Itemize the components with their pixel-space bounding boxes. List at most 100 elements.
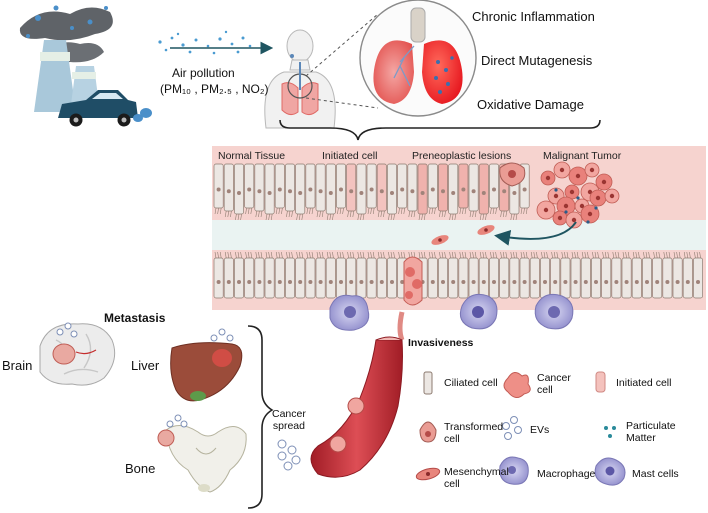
- epithelial-cell: [336, 163, 346, 209]
- epithelial-cell: [478, 257, 489, 299]
- pollution-title: Air pollution: [172, 66, 235, 80]
- epithelial-cell: [285, 257, 295, 299]
- epithelial-cell: [489, 257, 499, 299]
- lumen: [212, 220, 706, 250]
- epithelial-cell: [264, 163, 275, 215]
- epithelial-cell: [601, 257, 612, 299]
- malignant-tumor: [536, 161, 620, 229]
- epithelial-cell: [254, 163, 265, 212]
- bone-icon: [157, 414, 247, 493]
- ev-cluster: [277, 439, 301, 471]
- epithelial-cell: [387, 163, 397, 215]
- epithelial-cell: [213, 163, 224, 209]
- epithelial-cell: [662, 257, 673, 299]
- factory-icon: [19, 5, 113, 112]
- legend-ciliated-cell: Ciliated cell: [444, 377, 498, 389]
- immune-cells: [329, 293, 574, 331]
- bracket-top: [279, 119, 601, 141]
- upper-epithelium: [213, 163, 530, 221]
- epithelial-cell: [468, 257, 479, 299]
- epithelial-cell: [448, 257, 459, 299]
- epithelial-cell: [499, 257, 510, 299]
- legend-initiated-cell: Initiated cell: [616, 377, 672, 389]
- epithelial-cell: [529, 257, 540, 299]
- epithelial-cell: [458, 163, 469, 209]
- epithelial-cell: [295, 163, 306, 215]
- stage-preneoplastic-lesions: Preneoplastic lesions: [412, 150, 512, 162]
- legend-transformed-cell: Transformed cell: [444, 421, 504, 445]
- epithelial-cell: [427, 257, 438, 299]
- epithelial-cell: [693, 257, 703, 299]
- epithelial-cell: [274, 163, 285, 209]
- epithelial-cell: [489, 163, 499, 209]
- legend-macrophage: Macrophage: [537, 468, 596, 480]
- legend-cancer-cell: Cancer cell: [537, 372, 571, 396]
- epithelial-cell: [397, 163, 408, 209]
- epithelial-cell: [356, 257, 367, 299]
- zoom-line-top: [305, 13, 379, 77]
- epithelial-cell: [244, 257, 255, 299]
- epithelial-cell: [285, 163, 295, 212]
- epithelial-cell: [376, 163, 387, 212]
- organ-bone: Bone: [125, 461, 156, 476]
- liver-icon: [170, 328, 243, 402]
- epithelial-cell: [346, 257, 357, 299]
- epithelial-cell: [223, 257, 234, 299]
- legend-mast-cells: Mast cells: [632, 468, 679, 480]
- epithelial-cell: [570, 257, 581, 299]
- epithelial-cell: [560, 257, 571, 299]
- legend-mesenchymal-cell: Mesenchymal cell: [444, 466, 509, 490]
- stage-malignant-tumor: Malignant Tumor: [543, 150, 622, 162]
- epithelial-cell: [213, 257, 224, 299]
- cancer-spread-label: Cancer spread: [272, 408, 306, 432]
- effect-chronic-inflammation: Chronic Inflammation: [472, 9, 595, 24]
- epithelial-cell: [621, 257, 632, 299]
- stage-initiated-cell: Initiated cell: [322, 150, 378, 162]
- epithelial-cell: [366, 163, 377, 209]
- particulate-stream: [158, 30, 252, 55]
- epithelial-cell: [540, 257, 550, 299]
- pollution-formula: (PM₁₀ , PM₂.₅ , NO₂): [160, 82, 269, 96]
- epithelial-cell: [580, 257, 591, 299]
- epithelial-cell: [468, 163, 479, 212]
- epithelial-cell: [631, 257, 642, 299]
- epithelial-cell: [244, 163, 255, 209]
- epithelial-cell: [305, 163, 316, 209]
- brain-icon: [39, 322, 116, 386]
- epithelial-cell: [448, 163, 459, 215]
- organ-liver: Liver: [131, 358, 160, 373]
- epithelial-cell: [376, 257, 387, 299]
- migrating-cells: [431, 225, 495, 245]
- epithelial-cell: [274, 257, 285, 299]
- legend-icons: [415, 371, 626, 486]
- epithelial-cell: [672, 257, 683, 299]
- epithelial-cell: [591, 257, 601, 299]
- effect-oxidative-damage: Oxidative Damage: [477, 97, 584, 112]
- epithelial-cell: [427, 163, 438, 209]
- migration-arrow: [494, 221, 577, 246]
- invading-cluster: [403, 256, 423, 306]
- epithelial-cell: [611, 257, 622, 299]
- epithelial-cell: [682, 257, 693, 299]
- lungs-zoom: [359, 0, 477, 117]
- epithelial-cell: [254, 257, 265, 299]
- epithelial-cell: [325, 163, 336, 215]
- epithelial-cell: [478, 163, 489, 215]
- preneoplastic-lesion: [499, 162, 526, 187]
- lower-epithelium: [213, 251, 703, 299]
- epithelial-cell: [417, 163, 428, 215]
- epithelial-cell: [550, 257, 561, 299]
- epithelial-cell: [356, 163, 367, 215]
- epithelial-cell: [325, 257, 336, 299]
- epithelial-cell: [366, 257, 377, 299]
- epithelial-cell: [315, 257, 326, 299]
- human-figure-icon: [264, 29, 336, 129]
- epithelial-cell: [438, 163, 448, 212]
- stage-normal-tissue: Normal Tissue: [218, 150, 286, 162]
- epithelial-cell: [519, 257, 530, 299]
- epithelial-cell: [407, 163, 418, 212]
- epithelial-cell: [305, 257, 316, 299]
- epithelial-cell: [234, 257, 244, 299]
- legend-particulate-matter: Particulate Matter: [626, 420, 676, 444]
